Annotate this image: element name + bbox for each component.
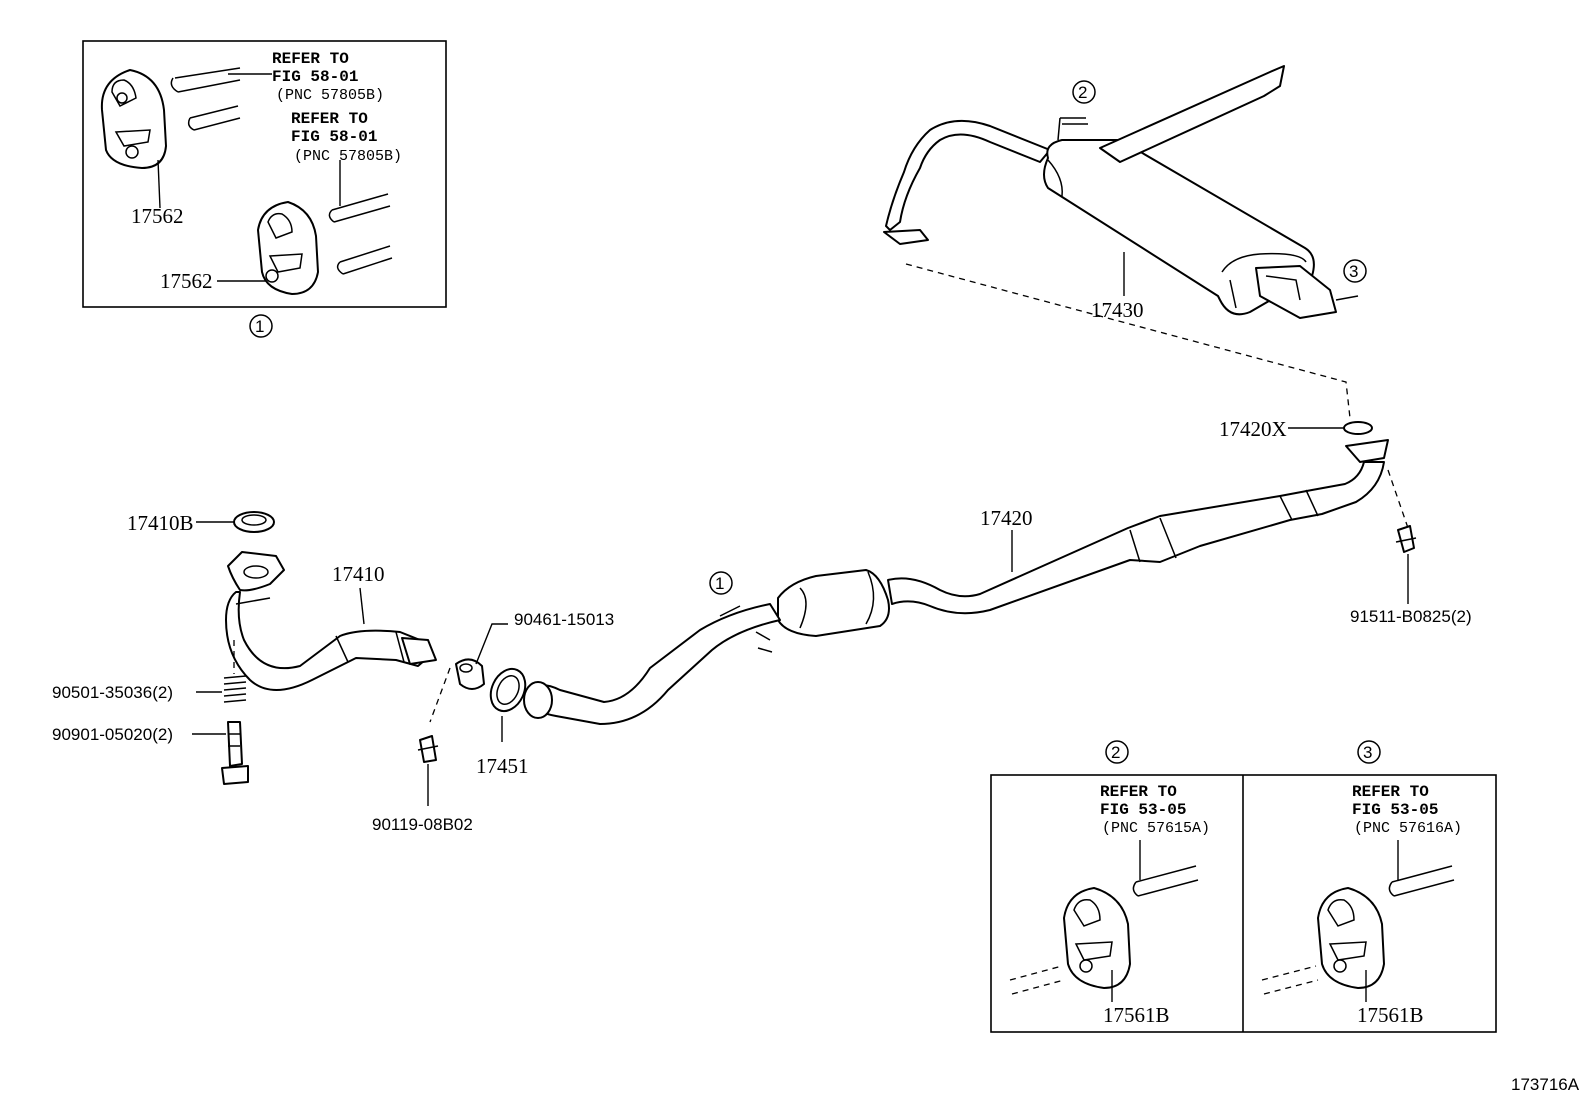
rubber-hanger-17561B-right <box>1317 887 1385 989</box>
part-label-90461: 90461-15013 <box>514 610 614 629</box>
part-label-17420: 17420 <box>980 506 1033 530</box>
ref-text: REFER TO <box>1100 783 1177 801</box>
part-label-91511: 91511-B0825(2) <box>1350 607 1472 626</box>
retainer-90461-15013 <box>455 658 485 690</box>
pipe-flange <box>227 551 285 592</box>
ref-text: REFER TO <box>291 110 368 128</box>
rubber-hanger-17562-upper <box>100 69 167 169</box>
svg-text:3: 3 <box>1363 743 1372 762</box>
hanger-rod <box>336 245 393 275</box>
hanger-rod <box>1009 965 1065 995</box>
svg-text:2: 2 <box>1078 83 1087 102</box>
inset-box-hangers-17562: 17562 17562 REFER TO FIG 58-01 (PNC 5780… <box>82 40 447 308</box>
part-label-17410B: 17410B <box>127 511 194 535</box>
callout-1-box: 1 <box>249 314 273 338</box>
ref-text: FIG 58-01 <box>291 128 377 146</box>
ref-pnc: (PNC 57615A) <box>1102 820 1210 837</box>
callout-2-muffler: 2 <box>1072 80 1096 104</box>
hanger-rod <box>328 193 391 223</box>
part-label-17451: 17451 <box>476 754 529 778</box>
callout-2-box: 2 <box>1105 740 1129 764</box>
callout-1-pipe: 1 <box>709 571 733 595</box>
diagram-id: 173716A <box>1511 1075 1580 1094</box>
inset-box-hangers-17561B: REFER TO FIG 53-05 (PNC 57615A) 17561B R… <box>990 774 1497 1033</box>
exhaust-pipe-17410 <box>225 551 437 691</box>
center-pipe-flange <box>1345 439 1389 463</box>
hanger-rod <box>170 67 241 93</box>
part-label-90901: 90901-05020(2) <box>52 725 173 744</box>
center-pipe-17420 <box>887 439 1389 615</box>
bolt-90901-05020 <box>221 721 249 785</box>
ref-text: FIG 53-05 <box>1100 801 1186 819</box>
ref-text: REFER TO <box>1352 783 1429 801</box>
hanger-rod <box>1261 965 1319 995</box>
callout-3-box: 3 <box>1357 740 1381 764</box>
part-label-17420X: 17420X <box>1219 417 1287 441</box>
part-label-17562-lower: 17562 <box>160 269 213 293</box>
part-label-17410: 17410 <box>332 562 385 586</box>
ref-text: FIG 58-01 <box>272 68 358 86</box>
rubber-hanger-17561B-left <box>1063 887 1131 989</box>
tailpipe-muffler-17430 <box>883 65 1359 319</box>
muffler-inlet-flange <box>883 229 929 245</box>
bolt-91511-B0825 <box>1395 525 1417 553</box>
svg-text:1: 1 <box>715 574 724 593</box>
gasket-17420X <box>1343 421 1373 435</box>
rubber-hanger-17562-lower <box>257 201 319 295</box>
spring-90501-35036 <box>223 675 247 703</box>
part-label-90501: 90501-35036(2) <box>52 683 173 702</box>
part-label-17561B-right: 17561B <box>1357 1003 1424 1027</box>
ref-text: REFER TO <box>272 50 349 68</box>
svg-text:1: 1 <box>255 317 264 336</box>
part-label-17562-upper: 17562 <box>131 204 184 228</box>
ref-pnc: (PNC 57805B) <box>276 87 384 104</box>
ref-text: FIG 53-05 <box>1352 801 1438 819</box>
part-label-17561B-left: 17561B <box>1103 1003 1170 1027</box>
ref-pnc: (PNC 57805B) <box>294 148 402 165</box>
svg-text:3: 3 <box>1349 262 1358 281</box>
gasket-17451 <box>489 667 527 713</box>
part-label-17430: 17430 <box>1091 298 1144 322</box>
hanger-rod <box>1132 865 1199 897</box>
part-label-90119: 90119-08B02 <box>372 815 473 834</box>
svg-text:2: 2 <box>1111 743 1120 762</box>
callout-3-muffler: 3 <box>1343 259 1367 283</box>
inset-frame <box>82 40 447 308</box>
gasket-17410B <box>233 511 275 533</box>
bolt-90119-08B02 <box>417 735 439 763</box>
hanger-rod <box>1388 865 1455 897</box>
front-pipe-catalytic-converter <box>523 569 890 725</box>
ref-pnc: (PNC 57616A) <box>1354 820 1462 837</box>
hanger-rod <box>187 105 241 131</box>
